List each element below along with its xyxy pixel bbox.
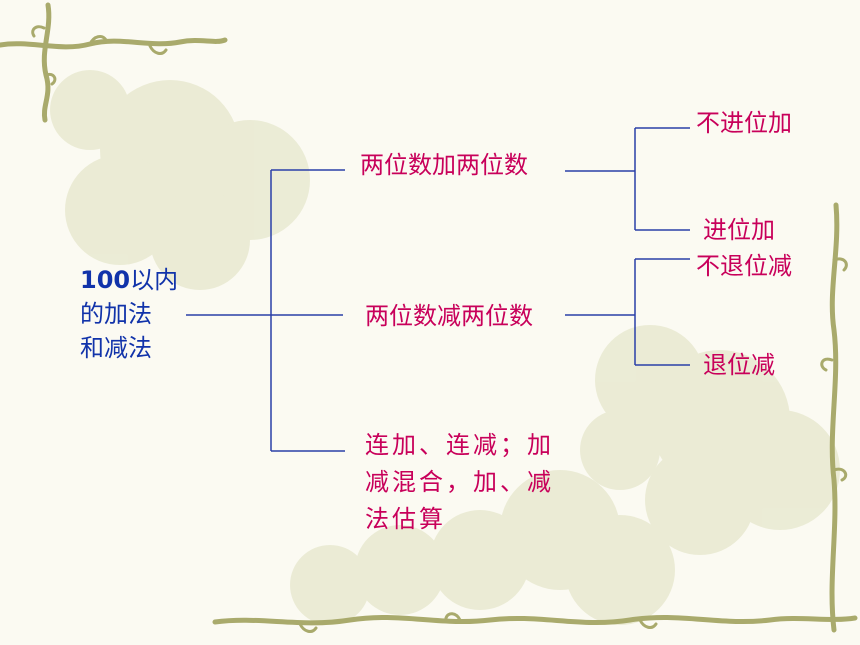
branch-subtraction-label: 两位数减两位数	[365, 302, 533, 330]
branch-mixed-line1: 连加、连减；加	[365, 431, 554, 459]
branch-mixed-label: 连加、连减；加 减混合，加、减 法估算	[365, 427, 554, 538]
branch-mixed-line3: 法估算	[365, 505, 446, 533]
root-node: 100以内 的加法 和减法	[80, 263, 178, 365]
vine-top-left	[0, 2, 228, 123]
branch-addition-label: 两位数加两位数	[360, 151, 528, 179]
vine-right	[820, 202, 848, 633]
connector-lines	[186, 127, 690, 452]
leaf-carry-add: 进位加	[703, 216, 775, 244]
root-line1-text: 以内	[130, 266, 179, 294]
leaf-no-borrow-sub: 不退位减	[696, 252, 792, 280]
root-line3: 和减法	[80, 334, 152, 362]
leaf-no-carry-add: 不进位加	[696, 109, 792, 137]
flower-decoration	[50, 70, 840, 625]
leaf-borrow-sub: 退位减	[703, 351, 775, 379]
branch-mixed-line2: 减混合，加、减	[365, 468, 554, 496]
root-line2: 的加法	[80, 300, 152, 328]
root-number: 100	[80, 266, 131, 294]
vine-bottom	[212, 612, 858, 633]
